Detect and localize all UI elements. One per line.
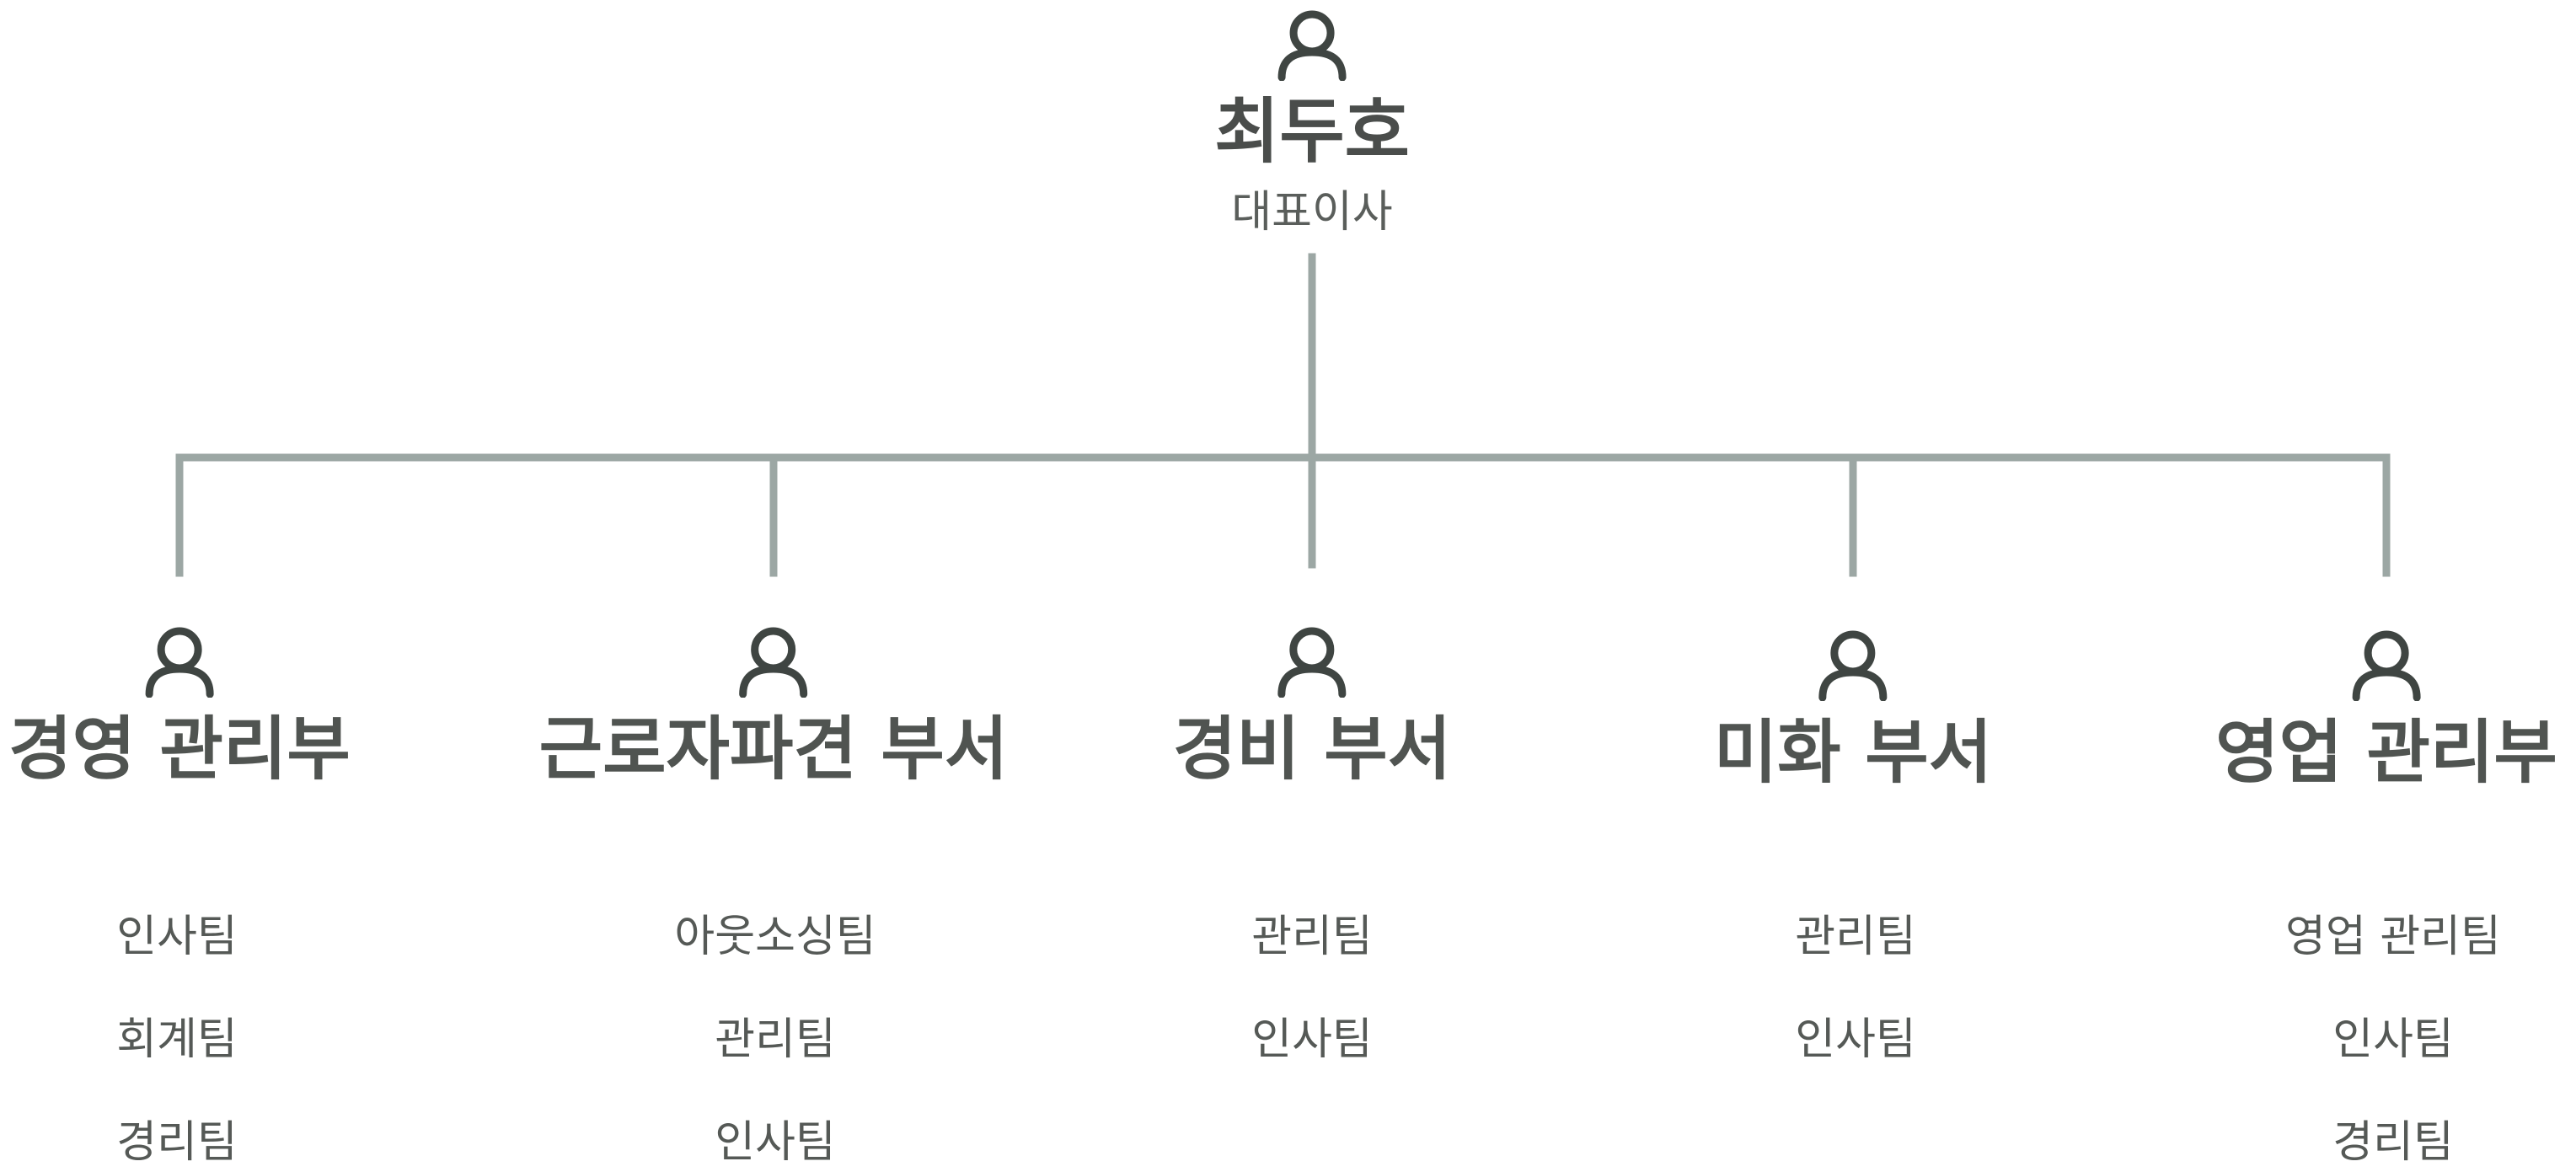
department-name: 영업 관리부 xyxy=(2215,713,2557,793)
team-item: 관리팀 xyxy=(1795,912,1916,962)
person-icon xyxy=(2352,630,2421,701)
team-item: 인사팀 xyxy=(2332,1014,2454,1065)
person-icon xyxy=(1818,630,1888,701)
team-item: 경리팀 xyxy=(2332,1117,2454,1168)
ceo-title: 대표이사 xyxy=(1231,187,1393,238)
team-item: 인사팀 xyxy=(116,912,238,962)
team-item: 관리팀 xyxy=(1251,912,1373,962)
team-item: 인사팀 xyxy=(715,1117,836,1168)
team-item: 관리팀 xyxy=(715,1014,836,1065)
department-name: 미화 부서 xyxy=(1713,713,1993,793)
person-icon xyxy=(145,627,214,698)
ceo-node: 최두호 대표이사 xyxy=(1214,7,1410,239)
team-item: 경리팀 xyxy=(116,1117,238,1168)
department-name: 근로자파견 부서 xyxy=(538,709,1009,789)
team-item: 회계팀 xyxy=(116,1014,238,1065)
department-node: 경영 관리부 xyxy=(8,623,351,790)
department-node: 근로자파견 부서 xyxy=(538,623,1009,790)
ceo-name: 최두호 xyxy=(1214,90,1410,173)
team-item: 인사팀 xyxy=(1795,1014,1916,1065)
person-icon xyxy=(739,627,808,698)
department-node: 미화 부서 xyxy=(1714,627,1992,794)
team-item: 아웃소싱팀 xyxy=(674,912,876,962)
department-name: 경비 부서 xyxy=(1172,709,1452,789)
person-icon xyxy=(1277,10,1347,81)
team-item: 영업 관리팀 xyxy=(2285,912,2501,962)
person-icon xyxy=(1277,627,1347,698)
department-name: 경영 관리부 xyxy=(8,709,351,789)
department-node: 영업 관리부 xyxy=(2215,627,2557,794)
team-item: 인사팀 xyxy=(1251,1014,1373,1065)
department-node: 경비 부서 xyxy=(1173,623,1451,790)
